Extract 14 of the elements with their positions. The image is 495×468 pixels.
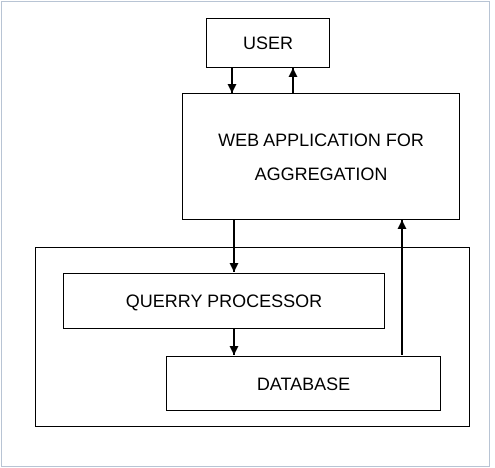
arrow <box>230 220 238 272</box>
arrow <box>228 68 236 93</box>
process-box <box>63 273 385 329</box>
box-label: DATABASE <box>256 372 352 396</box>
process-box <box>206 18 330 68</box>
arrow <box>288 68 298 93</box>
box-label: QUERRY PROCESSOR <box>124 290 324 313</box>
arrow <box>398 220 406 355</box>
box-label: USER <box>242 32 294 55</box>
process-box <box>182 93 460 220</box>
box-label: WEB APPLICATION FOR AGGREGATION <box>217 128 425 186</box>
container-box <box>35 247 470 427</box>
process-box <box>166 356 441 411</box>
arrow <box>230 328 238 355</box>
